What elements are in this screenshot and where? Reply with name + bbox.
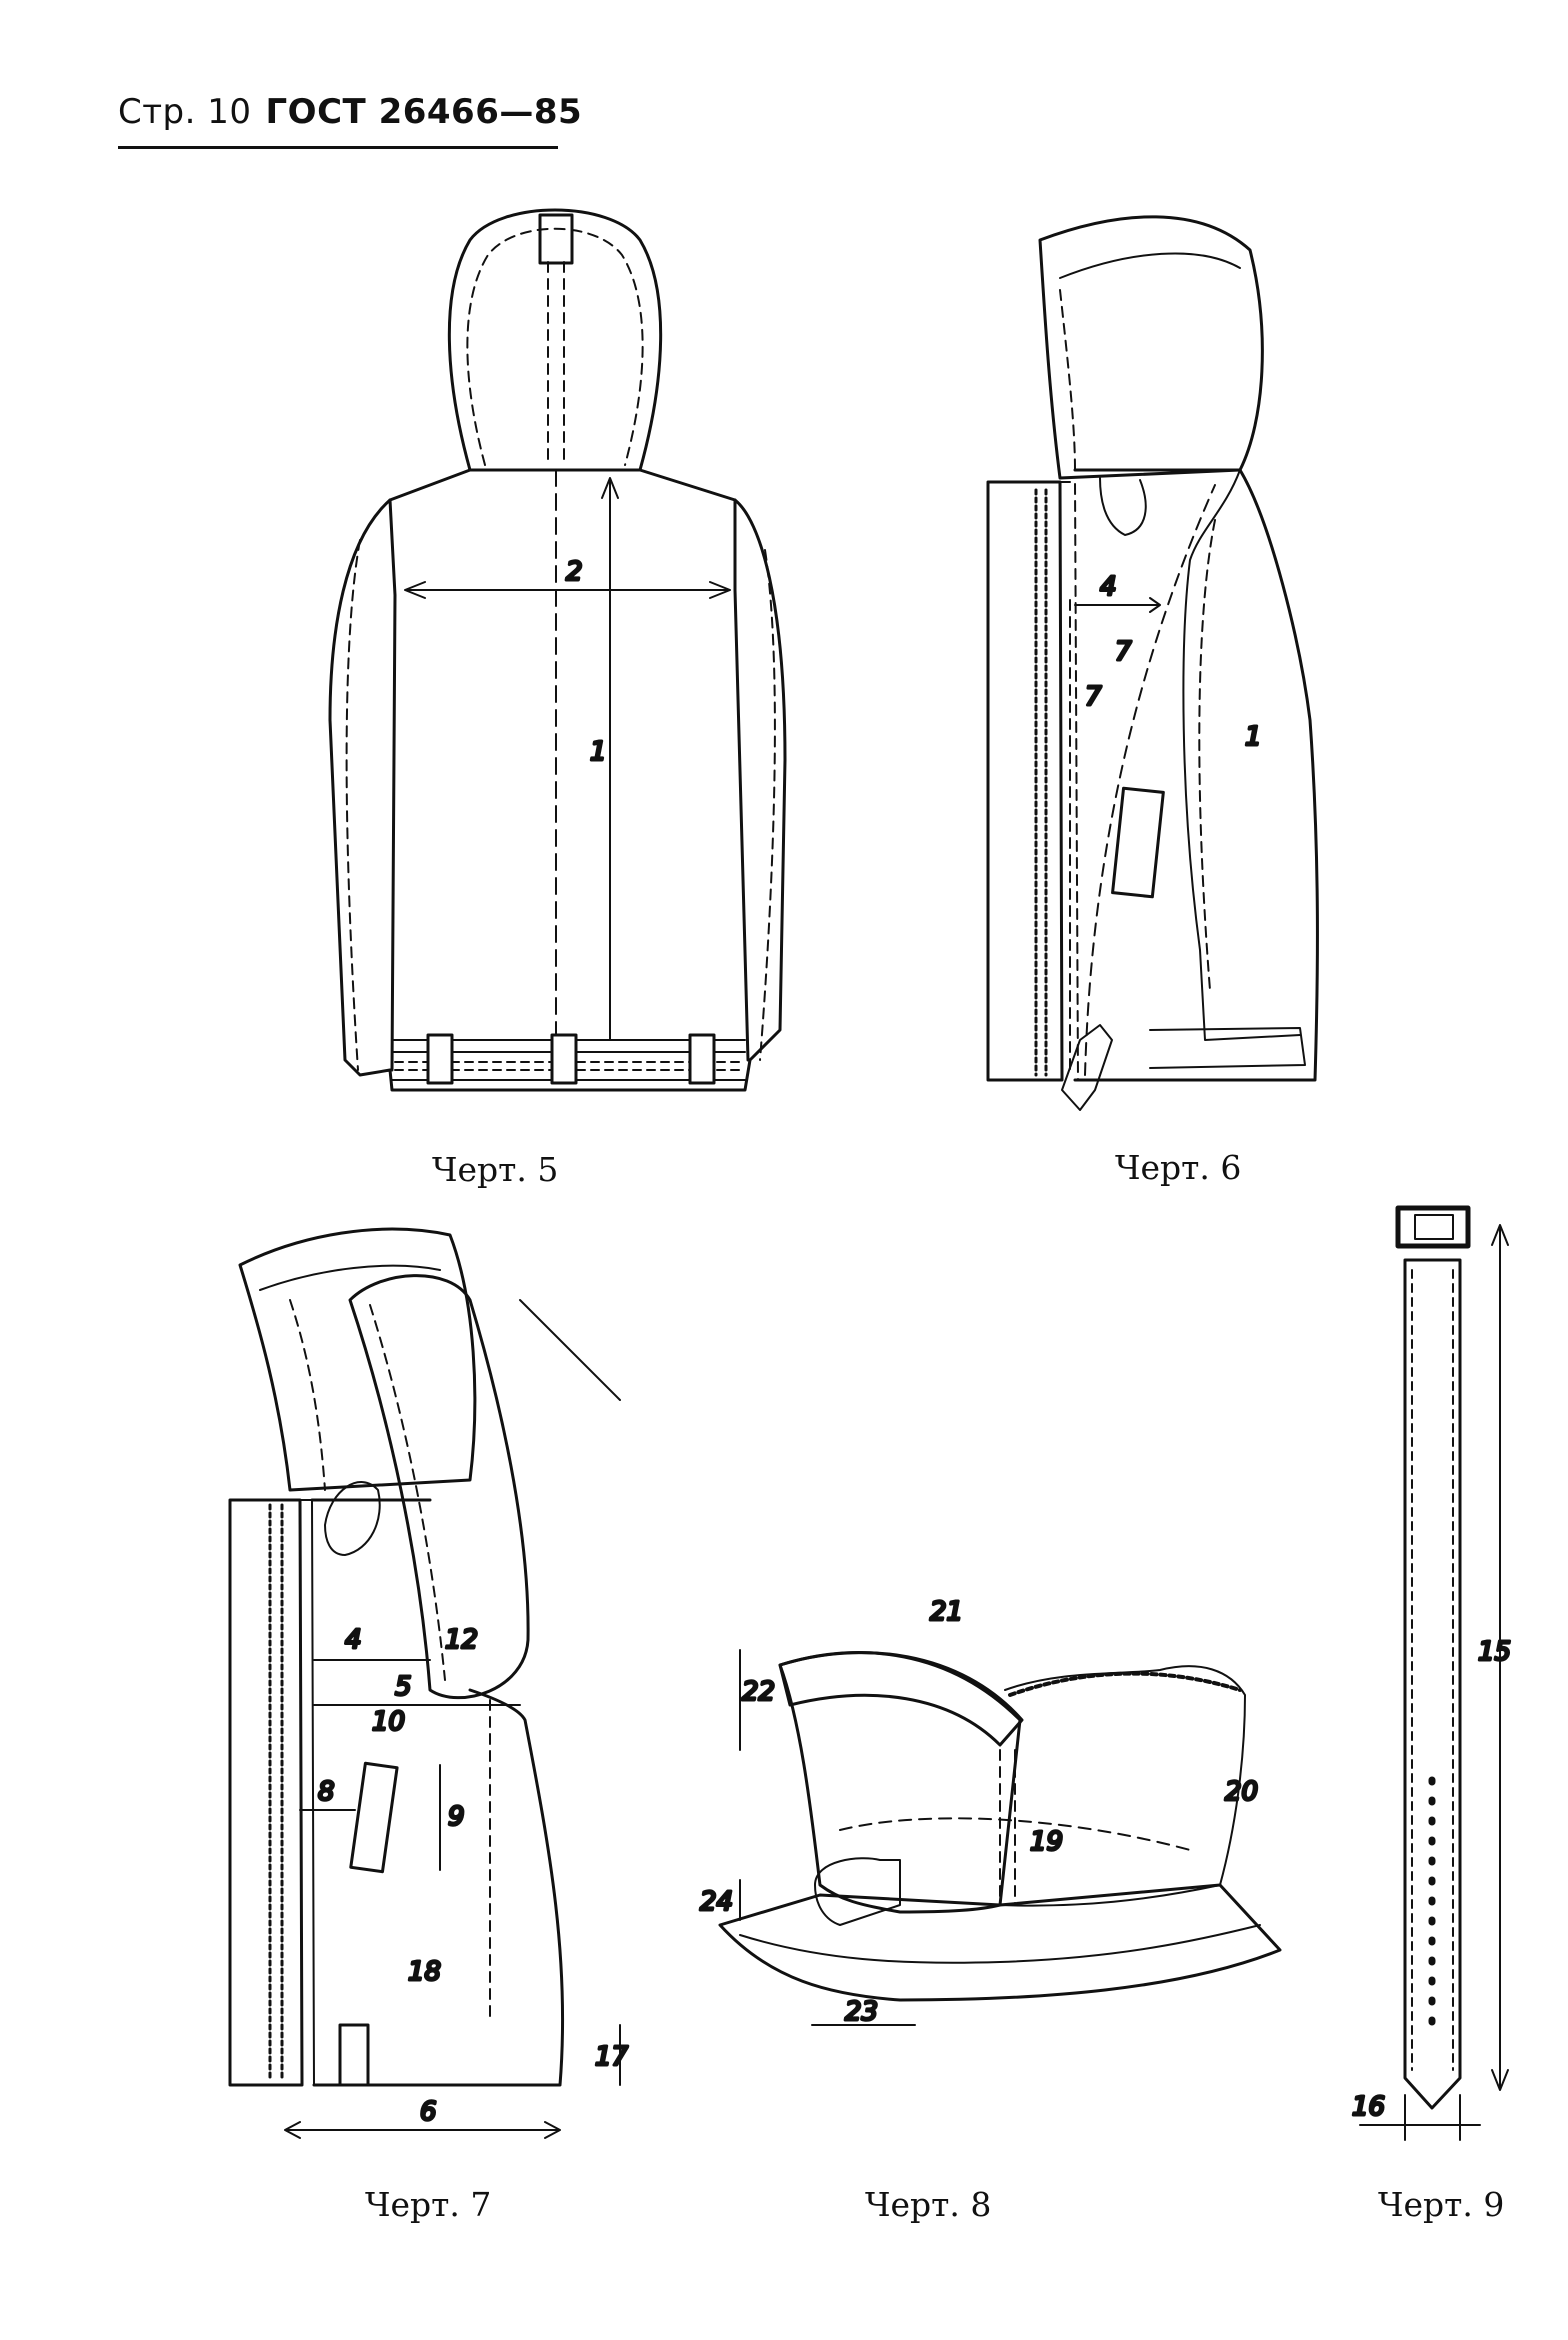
figure-9-belt bbox=[1359, 1205, 1509, 2141]
fig8-callout-21: 21 bbox=[930, 1597, 963, 1627]
fig6-callout-7b: 7 bbox=[1115, 637, 1132, 667]
coat-front-panel bbox=[228, 1498, 304, 2087]
caption-figure-6: Черт. 6 bbox=[1115, 1148, 1242, 1187]
figure-5-jacket-back bbox=[328, 208, 787, 1092]
dimension-line-15 bbox=[1491, 1224, 1509, 2091]
shoulder-tab bbox=[778, 1651, 1024, 1747]
fig7-callout-8: 8 bbox=[318, 1777, 335, 1807]
body-outline bbox=[310, 1498, 565, 2087]
hood-band bbox=[1059, 252, 1241, 279]
fig7-callout-10: 10 bbox=[372, 1707, 405, 1737]
hood-tab bbox=[324, 1481, 381, 1556]
caption-figure-7: Черт. 7 bbox=[365, 2185, 492, 2224]
body-outline bbox=[1073, 468, 1319, 1082]
dimension-line-1 bbox=[601, 477, 619, 1041]
sleeve-seam bbox=[1198, 519, 1216, 991]
fig9-callout-15: 15 bbox=[1478, 1637, 1511, 1667]
zipper-teeth bbox=[268, 1503, 284, 2082]
sleeve-cap-overlock bbox=[1008, 1671, 1242, 1697]
caption-figure-8: Черт. 8 bbox=[865, 2185, 992, 2224]
cuff bbox=[1149, 1027, 1306, 1069]
sleeve-outline bbox=[1182, 469, 1301, 1041]
fig8-callout-20: 20 bbox=[1225, 1777, 1258, 1807]
fig7-callout-5: 5 bbox=[395, 1672, 412, 1702]
figure-7-jacket-front bbox=[228, 1227, 621, 2139]
sleeve-centre-line bbox=[999, 1749, 1016, 1906]
belt-buckle bbox=[1395, 1205, 1471, 1249]
fig6-callout-4: 4 bbox=[1100, 572, 1117, 602]
belt-strap bbox=[1061, 1024, 1113, 1111]
fig8-callout-24: 24 bbox=[700, 1887, 733, 1917]
caption-figure-5: Черт. 5 bbox=[432, 1150, 559, 1189]
hood-inner bbox=[1059, 289, 1076, 471]
dimension-line-12 bbox=[519, 1299, 621, 1401]
placket bbox=[1059, 481, 1079, 1081]
buckle-bar bbox=[1414, 1214, 1454, 1240]
dimension-line-4-5 bbox=[313, 1659, 521, 1706]
zipper-teeth bbox=[1034, 488, 1048, 1077]
figure-8-sleeve bbox=[718, 1649, 1282, 2026]
belt-loop-centre bbox=[550, 1033, 578, 1085]
dimension-line-6 bbox=[284, 2121, 561, 2139]
hood-inner bbox=[466, 227, 644, 466]
page-header: Стр. 10 ГОСТ 26466—85 bbox=[118, 92, 582, 132]
standard-number: ГОСТ 26466—85 bbox=[265, 92, 583, 132]
fig8-callout-23: 23 bbox=[845, 1997, 878, 2027]
fig7-callout-4: 4 bbox=[345, 1625, 362, 1655]
belt-stitch bbox=[1411, 1269, 1454, 2071]
fig8-callout-19: 19 bbox=[1030, 1827, 1063, 1857]
hood-tab bbox=[538, 213, 574, 265]
welt-pocket bbox=[349, 1761, 399, 1874]
page-number: Стр. 10 bbox=[118, 92, 252, 132]
fig5-callout-1: 1 bbox=[590, 737, 607, 767]
fig5-callout-2: 2 bbox=[566, 557, 583, 587]
cuff-band bbox=[718, 1883, 1282, 2002]
fig6-callout-7a: 7 bbox=[1085, 682, 1102, 712]
hood-band bbox=[259, 1264, 441, 1291]
hood-outline bbox=[238, 1227, 477, 1492]
dimension-arc-20 bbox=[839, 1817, 1191, 1851]
fig9-callout-16: 16 bbox=[1352, 2092, 1385, 2122]
welt-pocket bbox=[1111, 786, 1165, 899]
fig6-callout-1: 1 bbox=[1245, 722, 1262, 752]
cuff-tab bbox=[814, 1857, 901, 1926]
fig7-callout-6: 6 bbox=[420, 2097, 437, 2127]
coat-front-panel bbox=[986, 480, 1064, 1082]
yoke-right bbox=[733, 498, 750, 1062]
dimension-line-16 bbox=[1359, 2094, 1481, 2141]
hood-centre-seam bbox=[547, 261, 565, 466]
hood-outline bbox=[1038, 215, 1264, 480]
hem-loop bbox=[338, 2023, 370, 2087]
sleeve-seam-left bbox=[345, 539, 361, 1071]
fig7-callout-12: 12 bbox=[445, 1625, 478, 1655]
figure-6-jacket-side bbox=[986, 215, 1319, 1111]
fig7-callout-17: 17 bbox=[595, 2042, 629, 2072]
hood-outline bbox=[447, 208, 663, 472]
folded-hood-seam bbox=[369, 1304, 446, 1681]
cuff-inner-line bbox=[739, 1924, 1261, 1964]
fig7-callout-9: 9 bbox=[448, 1802, 465, 1832]
fig7-callout-18: 18 bbox=[408, 1957, 441, 1987]
sleeve-seam-right bbox=[759, 549, 776, 1061]
fig8-callout-22: 22 bbox=[742, 1677, 775, 1707]
header-underline bbox=[118, 146, 558, 149]
dimension-line-2 bbox=[404, 581, 731, 599]
caption-figure-9: Черт. 9 bbox=[1378, 2185, 1505, 2224]
yoke-left bbox=[388, 498, 397, 1072]
dimension-line-7 bbox=[1084, 484, 1216, 1076]
belt-strap bbox=[1403, 1258, 1462, 2110]
hood-inner bbox=[289, 1299, 326, 1491]
body-outline bbox=[328, 468, 787, 1092]
belt-loop-left bbox=[426, 1033, 454, 1085]
hood-tab bbox=[1099, 477, 1147, 536]
sleeve-cap bbox=[999, 1665, 1246, 1907]
dimension-line-4 bbox=[1074, 597, 1161, 613]
belt-loop-right bbox=[688, 1033, 716, 1085]
folded-hood-sleeve bbox=[348, 1274, 530, 1700]
